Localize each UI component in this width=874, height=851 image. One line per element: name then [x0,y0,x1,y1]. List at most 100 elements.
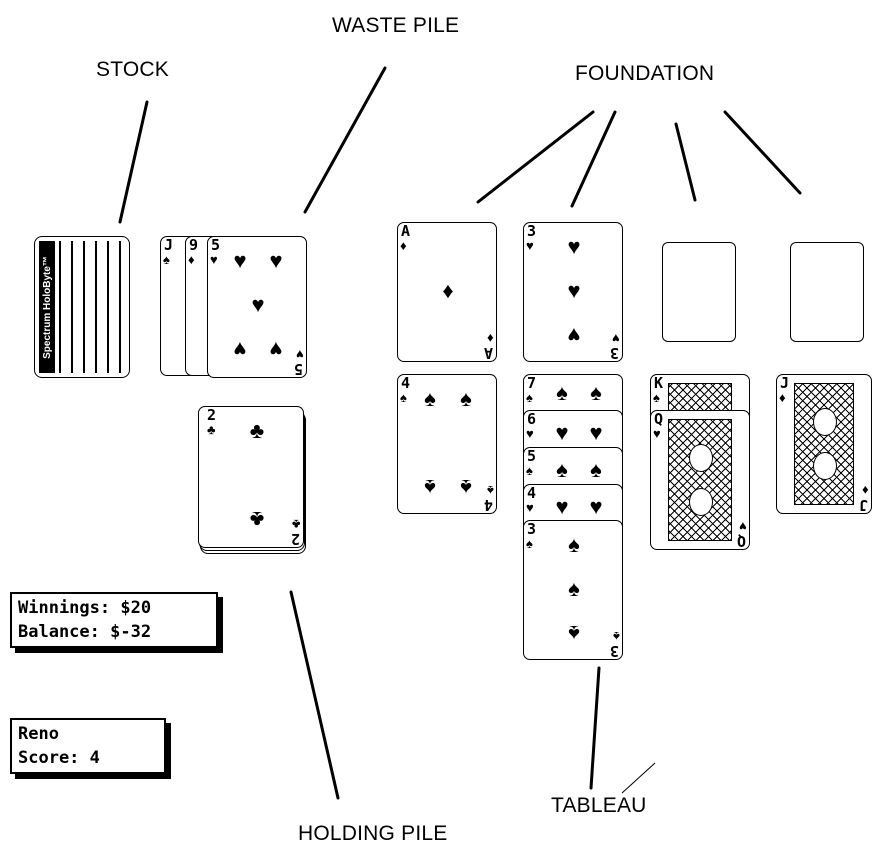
spade-icon: ♠ [653,390,660,405]
jack-face-icon [794,383,854,505]
spade-icon: ♠ [163,252,170,267]
spade-pip-icon: ♠ [568,621,580,646]
balance-line: Balance: $-32 [18,620,210,644]
spade-icon: ♠ [526,390,533,405]
spade-icon: ♠ [526,536,533,551]
foundation-slot-3-empty[interactable] [662,242,736,342]
card-rank: 3 [527,222,537,240]
card-back-stripes [59,241,125,373]
heart-pip-icon: ♥ [589,494,603,519]
foundation-slot-1[interactable]: A ♦ ♦ A ♦ [397,222,497,362]
card-rank: J [780,374,790,392]
card-rank-bottom: 4 [483,496,493,514]
diamond-icon: ♦ [779,390,786,405]
card-rank-bottom: Q [736,532,746,550]
waste-leader-line [303,66,387,214]
spade-pip-icon: ♠ [556,457,568,482]
card-rank: 4 [401,374,411,392]
card-rank-bottom: 3 [609,344,619,362]
tableau-col3-card-queen[interactable]: Q ♥ Q ♥ [650,410,750,550]
winnings-value: $20 [120,598,152,618]
card-rank: A [401,222,411,240]
heart-pip-icon: ♥ [589,420,603,445]
holding-pile-label: HOLDING PILE [298,822,448,845]
spade-pip-icon: ♠ [590,457,602,482]
card-rank: 9 [189,236,199,254]
club-icon: ♣ [207,422,216,437]
spade-pip-icon: ♠ [568,532,580,557]
card-rank: 5 [211,236,221,254]
heart-pip-icon: ♥ [233,337,247,362]
holding-leader-line [289,590,340,800]
diamond-pip-icon: ♦ [442,278,454,303]
diamond-icon: ♦ [487,331,494,346]
heart-icon: ♥ [612,331,620,346]
tableau-col2-card-5[interactable]: 3 ♠ ♠ ♠ ♠ 3 ♠ [523,520,623,660]
diamond-icon: ♦ [400,238,407,253]
heart-icon: ♥ [653,426,661,441]
card-rank-bottom: 3 [609,642,619,660]
winnings-line: Winnings: $20 [18,596,210,620]
holding-card-top[interactable]: 2 ♣ ♣ ♣ 2 ♣ [198,406,304,548]
card-rank: K [654,374,664,392]
tableau-col4-card-jack[interactable]: J ♦ J ♦ [776,374,872,514]
card-rank-bottom: A [483,344,493,362]
heart-icon: ♥ [526,500,534,515]
foundation-slot-4-empty[interactable] [790,242,864,342]
card-back-brand-strip: Spectrum HoloByte™ [39,241,55,373]
heart-pip-icon: ♥ [269,337,283,362]
foundation-leader-line-3 [674,122,697,202]
waste-card-top[interactable]: 5 ♥ ♥ ♥ ♥ ♥ ♥ 5 ♥ [207,236,307,378]
foundation-leader-line-4 [723,110,802,195]
heart-pip-icon: ♥ [555,494,569,519]
spade-pip-icon: ♠ [590,380,602,405]
card-rank: 3 [527,520,537,538]
card-rank-bottom: J [858,496,868,514]
foundation-label: FOUNDATION [575,62,715,85]
card-rank-bottom: 5 [293,360,303,378]
spade-pip-icon: ♠ [556,380,568,405]
card-rank-bottom: 2 [290,530,300,548]
heart-icon: ♥ [296,347,304,362]
club-pip-icon: ♣ [249,507,265,532]
score-value: 4 [89,748,100,768]
winnings-label: Winnings: [18,598,111,618]
tableau-col1-card[interactable]: 4 ♠ ♠ ♠ ♠ ♠ 4 ♠ [397,374,497,514]
stock-label: STOCK [96,58,169,81]
card-rank: 4 [527,484,537,502]
stock-pile[interactable]: Spectrum HoloByte™ [34,236,130,378]
card-rank: 5 [527,447,537,465]
foundation-leader-line-1 [476,110,595,204]
spade-pip-icon: ♠ [424,475,436,500]
balance-value: $-32 [110,622,152,642]
money-status-box: Winnings: $20 Balance: $-32 [10,592,218,648]
tableau-leader-line [589,666,601,790]
heart-pip-icon: ♥ [555,420,569,445]
foundation-leader-line-2 [570,110,617,208]
spade-pip-icon: ♠ [424,386,436,411]
spade-pip-icon: ♠ [460,386,472,411]
score-label: Score: [18,748,80,768]
game-status-box: Reno Score: 4 [10,718,166,774]
tableau-label: TABLEAU [551,794,647,817]
heart-pip-icon: ♥ [269,248,283,273]
stock-leader-line [118,100,149,224]
heart-icon: ♥ [210,252,218,267]
heart-icon: ♥ [526,426,534,441]
queen-face-icon [668,419,732,541]
game-name: Reno [18,724,59,744]
card-rank: J [164,236,174,254]
score-line: Score: 4 [18,746,158,770]
foundation-slot-2[interactable]: 3 ♥ ♥ ♥ ♥ 3 ♥ [523,222,623,362]
waste-pile-label: WASTE PILE [332,14,460,37]
spade-icon: ♠ [487,483,494,498]
spade-icon: ♠ [526,463,533,478]
heart-icon: ♥ [526,238,534,253]
diamond-icon: ♦ [862,483,869,498]
spade-icon: ♠ [400,390,407,405]
card-rank: Q [654,410,664,428]
card-rank: 6 [527,410,537,428]
card-rank: 2 [207,406,217,424]
club-pip-icon: ♣ [249,418,265,443]
